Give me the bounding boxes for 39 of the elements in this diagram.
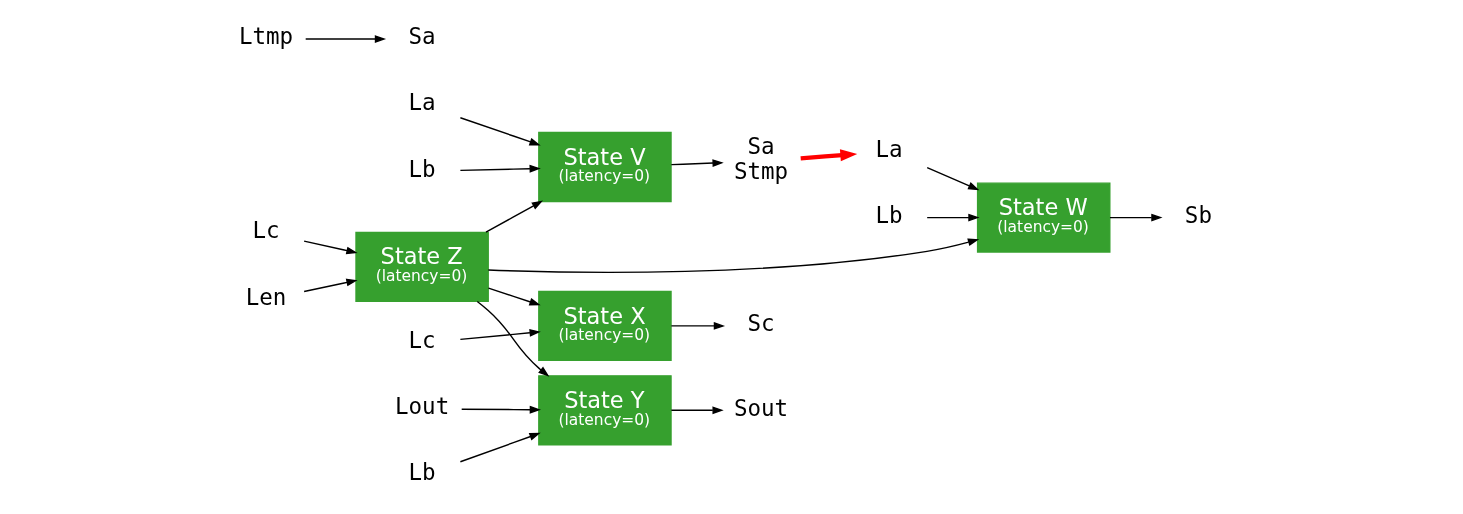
node-text: Ltmp bbox=[238, 23, 294, 50]
node-box: State Y (latency=0) bbox=[538, 375, 672, 446]
arrow bbox=[303, 240, 358, 255]
node-box: State V (latency=0) bbox=[538, 131, 672, 203]
arrow bbox=[670, 321, 726, 330]
node-text: Lc bbox=[252, 217, 280, 244]
arrow bbox=[926, 213, 980, 222]
arrow bbox=[485, 200, 544, 233]
arrow bbox=[670, 159, 724, 168]
arrow bbox=[303, 278, 358, 293]
arrow bbox=[670, 406, 724, 415]
arrow bbox=[487, 238, 980, 274]
node-text: Sout bbox=[733, 394, 789, 421]
node-text: Len bbox=[245, 283, 287, 310]
node-box: State X (latency=0) bbox=[538, 290, 672, 362]
node-text: Sa bbox=[408, 23, 436, 50]
arrow bbox=[461, 405, 541, 414]
arrow bbox=[459, 164, 541, 173]
arrow bbox=[476, 300, 550, 377]
arrow bbox=[926, 166, 980, 191]
node-text: Lb bbox=[408, 155, 436, 182]
node-text: Sc bbox=[747, 310, 775, 337]
node-box: State Z (latency=0) bbox=[355, 231, 489, 302]
node-text: Sa Stmp bbox=[733, 133, 789, 185]
node-text: Lc bbox=[408, 327, 436, 354]
node-text: Lb bbox=[875, 201, 903, 228]
node-text: Sb bbox=[1184, 201, 1212, 228]
arrow bbox=[459, 117, 541, 146]
arrow bbox=[1109, 213, 1163, 222]
arrow bbox=[305, 35, 387, 43]
node-text: La bbox=[875, 135, 903, 162]
arrow bbox=[459, 432, 541, 463]
arrow bbox=[800, 149, 858, 162]
node-text: La bbox=[408, 89, 436, 116]
node-box: State W (latency=0) bbox=[976, 182, 1111, 253]
node-text: Lb bbox=[408, 459, 436, 486]
node-text: Lout bbox=[395, 393, 450, 420]
arrow bbox=[487, 287, 541, 306]
arrow bbox=[459, 328, 541, 341]
